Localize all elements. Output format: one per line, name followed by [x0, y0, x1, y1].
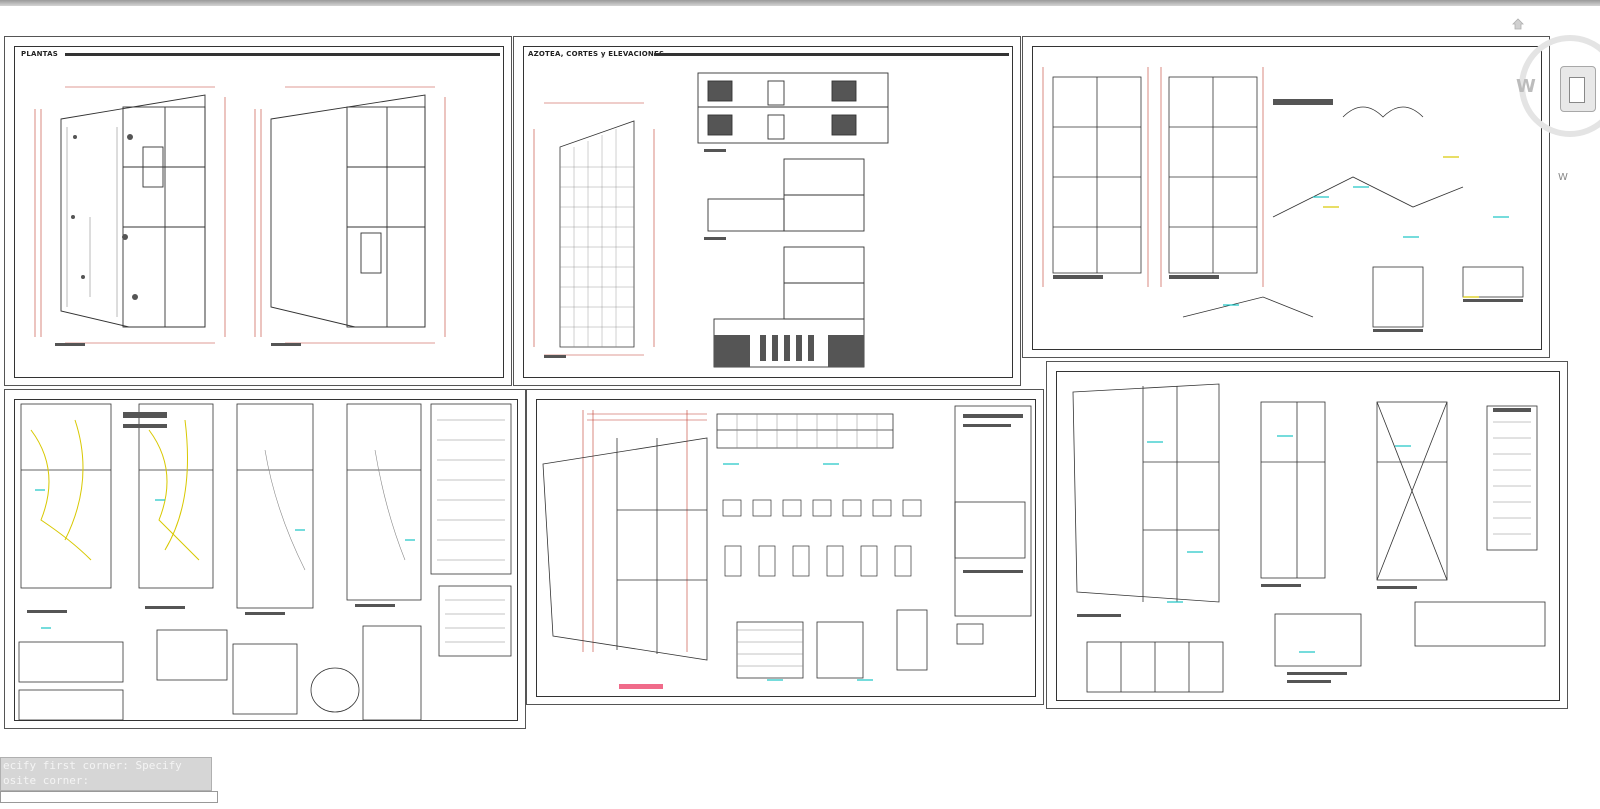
viewcube-ring[interactable]	[1500, 26, 1600, 146]
home-icon[interactable]	[1512, 18, 1524, 30]
command-line-1: ecify first corner: Specify	[3, 759, 182, 772]
highlight-tag	[619, 684, 663, 689]
viewcube-face	[1569, 77, 1585, 103]
window-top-bar	[0, 0, 1600, 6]
command-input[interactable]	[0, 791, 218, 803]
compass-west-label[interactable]: W	[1516, 76, 1536, 97]
foundation-drawing	[542, 405, 1032, 689]
side-label: W	[1558, 172, 1568, 183]
electrical-plans-drawing	[18, 403, 512, 721]
viewcube-icon[interactable]	[1560, 66, 1596, 112]
sheet-electrical[interactable]	[4, 389, 526, 729]
sheet-frame	[1032, 46, 1542, 350]
sheet-title-plantas: PLANTAS	[21, 50, 58, 58]
sheet-foundation[interactable]	[526, 389, 1044, 705]
sheet-azotea[interactable]: AZOTEA, CORTES y ELEVACIONES	[513, 36, 1021, 386]
sheet-plantas[interactable]: PLANTAS	[4, 36, 512, 386]
title-rule	[65, 53, 500, 56]
command-history: ecify first corner: Specify osite corner…	[0, 757, 212, 791]
sheet-frame	[1056, 371, 1560, 701]
plumbing-drawing	[1072, 383, 1546, 693]
drawing-viewport[interactable]: PLANTAS	[0, 6, 1600, 809]
command-line-2: osite corner:	[3, 774, 90, 787]
sheet-frame	[14, 46, 504, 378]
sheet-frame	[523, 46, 1013, 378]
sheet-title-azotea: AZOTEA, CORTES y ELEVACIONES	[528, 50, 665, 58]
structural-details-drawing	[1042, 67, 1524, 332]
sheet-frame	[536, 399, 1036, 697]
roof-sections-drawing	[533, 72, 889, 368]
sheet-frame	[14, 399, 518, 721]
sheet-plumbing[interactable]	[1046, 361, 1568, 709]
floor-plans-drawing	[34, 86, 446, 346]
sheet-structural-details[interactable]	[1022, 36, 1550, 358]
title-rule	[654, 53, 1009, 56]
